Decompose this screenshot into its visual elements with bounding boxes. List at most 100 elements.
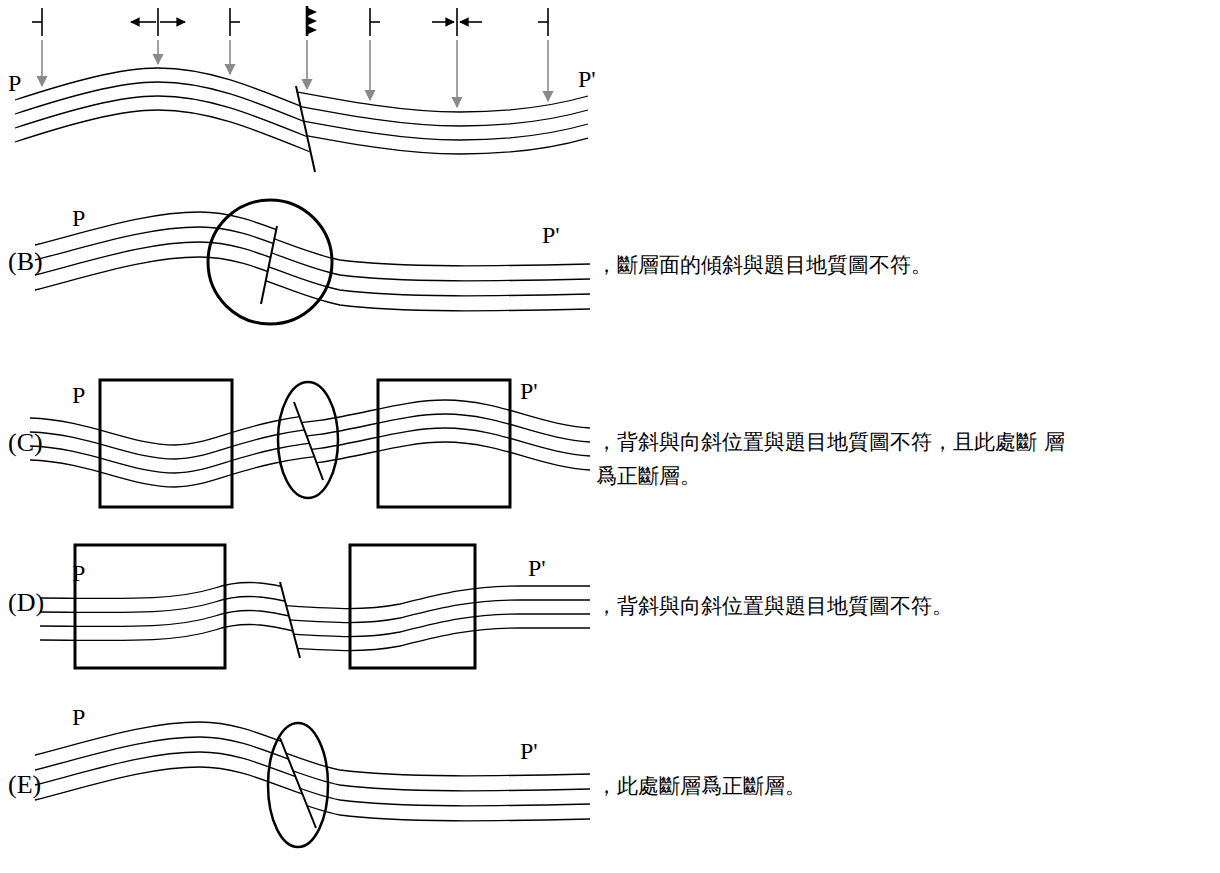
stratum-line xyxy=(260,600,590,623)
section-end-label: P' xyxy=(520,378,538,406)
projection-arrow xyxy=(456,40,458,107)
option-note: ，此處斷層爲正斷層。 xyxy=(596,770,806,804)
stratum-line xyxy=(35,752,590,796)
stratum-line xyxy=(35,747,590,791)
stratum-line xyxy=(35,257,590,301)
dip-tick xyxy=(538,21,548,23)
option-letter: (D) xyxy=(8,588,44,618)
stratum-line xyxy=(15,96,335,148)
dip-tick xyxy=(370,21,380,23)
fault-teeth xyxy=(308,8,317,34)
stratum-line xyxy=(35,242,590,286)
strata-right-block xyxy=(265,86,588,154)
stratum-line xyxy=(30,454,345,487)
strata-right-block xyxy=(35,732,590,821)
anticline-axis xyxy=(157,8,159,36)
highlight-box xyxy=(75,545,225,668)
section-end-label: P' xyxy=(520,738,538,766)
strata-left-block xyxy=(15,68,335,162)
stratum-line xyxy=(15,110,335,162)
stratum-line xyxy=(35,252,590,296)
fault-tooth xyxy=(308,17,317,25)
stratum-line xyxy=(260,628,590,651)
projection-arrow xyxy=(306,40,308,89)
stratum-line xyxy=(35,267,590,311)
syncline-arrow xyxy=(460,21,482,23)
section-end-label: P xyxy=(72,560,85,588)
dip-tick xyxy=(230,21,240,23)
stratum-line xyxy=(35,767,590,811)
strata-left-block xyxy=(35,722,590,811)
section-end-label: P' xyxy=(528,555,546,583)
stratum-line xyxy=(265,114,588,140)
option-letter: (C) xyxy=(8,428,43,458)
highlight-circle xyxy=(208,200,332,324)
stratum-line xyxy=(30,412,345,445)
option-note: ，斷層面的傾斜與題目地質圖不符。 xyxy=(596,249,932,283)
strata-left-block xyxy=(30,412,345,487)
highlight-box xyxy=(100,380,232,507)
fault-symbol xyxy=(306,6,309,36)
strata-left-block xyxy=(35,212,590,301)
stratum-line xyxy=(35,227,590,271)
stratum-line xyxy=(265,128,588,154)
stratum-line xyxy=(15,82,335,134)
fault-tooth xyxy=(308,26,317,34)
stratum-line xyxy=(35,237,590,281)
strata-right-block xyxy=(35,222,590,311)
fault-line xyxy=(296,86,315,172)
highlight-box xyxy=(350,545,475,668)
fault-line xyxy=(261,226,277,304)
stratum-line xyxy=(35,732,590,776)
section-end-label: P' xyxy=(542,222,560,250)
section-end-label: P xyxy=(72,205,85,233)
projection-arrow xyxy=(369,40,371,100)
stratum-line xyxy=(260,614,590,637)
stratum-line xyxy=(30,440,345,473)
stratum-line xyxy=(35,737,590,781)
projection-arrow xyxy=(157,40,159,64)
map-symbols xyxy=(32,6,548,36)
stratum-line xyxy=(40,610,320,626)
fault-line xyxy=(280,738,316,828)
projection-arrow xyxy=(41,40,43,86)
stratum-line xyxy=(265,86,588,112)
dip-tick xyxy=(32,21,42,23)
stratum-line xyxy=(40,596,320,612)
fault-tooth xyxy=(308,8,317,16)
option-note: ，背斜與向斜位置與題目地質圖不符。 xyxy=(596,590,953,624)
fault-line xyxy=(280,582,300,658)
section-end-label: P xyxy=(72,382,85,410)
stratum-line xyxy=(35,777,590,821)
projection-arrows xyxy=(42,40,548,107)
fault-line xyxy=(294,402,323,480)
stratum-line xyxy=(35,762,590,806)
stratum-line xyxy=(260,414,590,442)
highlight-ellipse xyxy=(268,723,328,847)
anticline-arrow xyxy=(160,21,185,23)
option-letter: (B) xyxy=(8,247,43,277)
section-end-label: P' xyxy=(578,66,596,94)
option-letter: (E) xyxy=(8,770,41,800)
strata-right-block xyxy=(260,400,590,470)
syncline-arrow xyxy=(432,21,454,23)
section-end-label: P xyxy=(8,70,21,98)
stratum-line xyxy=(15,68,335,120)
strata-left-block xyxy=(40,582,320,640)
strata-right-block xyxy=(260,586,590,651)
section-end-label: P xyxy=(72,704,85,732)
projection-arrow xyxy=(547,40,549,101)
highlight-box xyxy=(378,380,510,507)
stratum-line xyxy=(30,426,345,459)
syncline-axis xyxy=(456,8,458,36)
stratum-line xyxy=(260,586,590,609)
stratum-line xyxy=(265,100,588,126)
highlight-ellipse xyxy=(278,382,338,498)
stratum-line xyxy=(260,400,590,428)
stratum-line xyxy=(40,624,320,640)
projection-arrow xyxy=(229,40,231,74)
stratum-line xyxy=(35,222,590,266)
option-note: ，背斜與向斜位置與題目地質圖不符，且此處斷 層爲正斷層。 xyxy=(596,426,1066,493)
